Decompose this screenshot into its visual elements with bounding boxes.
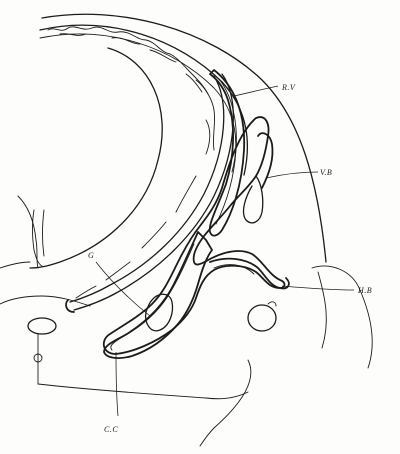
- midline-fissure: [32, 209, 45, 267]
- leader-rv: [233, 85, 279, 97]
- rv-vessel-outer: [208, 69, 246, 237]
- band-inner: [69, 75, 225, 303]
- leader-cc: [115, 351, 119, 417]
- main-organ-outer: [102, 116, 286, 355]
- upper-membrane-outer: [39, 24, 248, 176]
- vb-upper-loop: [257, 132, 274, 189]
- hb-curl: [209, 257, 290, 290]
- outer-head-contour: [41, 13, 327, 263]
- vessel-wavy-line-1: [47, 26, 209, 95]
- leader-vb: [265, 171, 319, 179]
- label-cc: C.C: [104, 425, 118, 434]
- band-outer: [73, 73, 234, 311]
- label-hb: H.B: [357, 286, 372, 295]
- leader-hb: [281, 285, 355, 291]
- bottom-floor-line: [37, 383, 249, 400]
- cochlear-canal-wall: [103, 231, 213, 359]
- jaw-contour: [199, 359, 252, 447]
- label-vb: V.B: [320, 168, 332, 177]
- lower-right-contour: [317, 271, 327, 349]
- nerve-section-tail: [267, 301, 277, 307]
- cochlear-canal-inner: [110, 243, 195, 351]
- label-g: G: [88, 251, 94, 260]
- vessel-wavy-line-2: [59, 33, 203, 93]
- ganglion-g: [144, 293, 174, 332]
- vb-branch: [242, 175, 264, 224]
- band-vessel-markings: [75, 119, 211, 299]
- rv-vessel-inner: [215, 77, 237, 225]
- band-end-cap: [65, 299, 75, 313]
- upper-membrane-inner: [39, 33, 237, 173]
- outer-head-lower-contour: [311, 265, 373, 369]
- lower-base-line: [0, 295, 91, 307]
- vessel-wavy-line-3: [195, 79, 216, 151]
- small-oval-structure: [27, 317, 57, 335]
- cerebral-left-curve: [17, 195, 39, 269]
- small-circle: [33, 353, 43, 363]
- label-rv: R.V: [281, 83, 296, 92]
- leader-g: [95, 261, 151, 317]
- left-short-curve: [0, 261, 31, 269]
- hb-inner-line: [213, 264, 255, 275]
- cerebral-hemisphere-outline: [29, 47, 163, 269]
- round-nerve-section: [247, 304, 277, 332]
